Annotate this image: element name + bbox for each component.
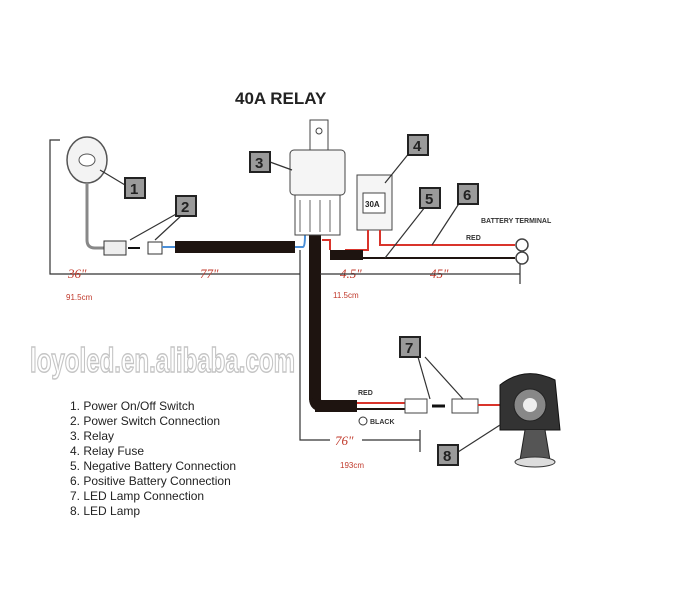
led-lamp [499,373,561,468]
left-length-cm: 91.5cm [66,293,93,302]
lamp-harness-vertical [309,232,321,400]
watermark: loyoled.en.alibaba.com [30,342,295,380]
relay-branch-cm: 11.5cm [333,291,359,300]
power-switch [66,136,175,256]
dimension-left [49,139,300,275]
lamp-connector [404,398,428,414]
callout-5: 5 [384,187,441,259]
svg-text:3: 3 [255,155,263,172]
relay-fuse: 30A [345,174,515,251]
callout-8: 8 [437,424,501,466]
red-wire-label: RED [466,235,481,242]
callout-2: 2 [129,195,197,241]
svg-text:4: 4 [413,138,422,155]
svg-text:8: 8 [443,448,451,465]
lamp-length-cm: 193cm [340,461,364,470]
negative-ring-terminal [515,251,529,265]
callout-7: 7 [399,336,464,400]
legend-item: 5. Negative Battery Connection [70,459,236,473]
left-length-inches: 36" [67,266,87,281]
lamp-red-label: RED [358,390,373,397]
svg-text:5: 5 [425,191,433,208]
svg-text:6: 6 [463,187,471,204]
lamp-black-label: BLACK [370,419,395,426]
battery-terminal-label: BATTERY TERMINAL [481,218,552,225]
legend-item: 7. LED Lamp Connection [70,489,204,503]
callout-4: 4 [384,134,429,184]
legend-item: 1. Power On/Off Switch [70,399,195,413]
callout-3: 3 [249,151,293,173]
svg-text:2: 2 [181,199,189,216]
positive-ring-terminal [515,238,529,252]
legend-item: 8. LED Lamp [70,504,140,518]
legend-item: 6. Positive Battery Connection [70,474,231,488]
legend-item: 4. Relay Fuse [70,444,144,458]
relay [289,119,346,236]
svg-text:1: 1 [130,181,138,198]
legend-item: 3. Relay [70,429,114,443]
lamp-length-inches: 76" [335,433,354,448]
legend: 1. Power On/Off Switch 2. Power Switch C… [70,399,236,518]
middle-length-inches: 77" [200,266,219,281]
callout-6: 6 [431,183,479,246]
svg-text:7: 7 [405,340,413,357]
diagram-title: 40A RELAY [235,89,327,108]
fuse-rating: 30A [365,200,380,209]
callout-1: 1 [99,169,146,199]
legend-item: 2. Power Switch Connection [70,414,220,428]
main-harness [175,241,295,253]
